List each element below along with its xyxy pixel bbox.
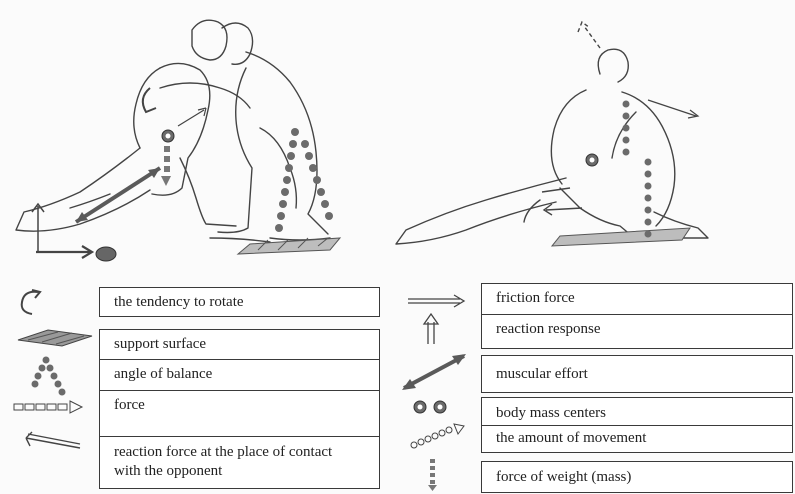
wrestlers-clinch-illustration: [15, 19, 342, 262]
reaction-arrow-icon: [25, 431, 81, 449]
legend-movement-label: the amount of movement: [496, 430, 647, 446]
legend-weight-label: force of weight (mass): [496, 469, 632, 485]
legend-friction-label: friction force: [496, 290, 575, 306]
support-surface-icon: [17, 329, 93, 347]
wrestler-stance-illustration: [395, 20, 709, 247]
legend-balance-cell: angle of balance: [100, 359, 379, 390]
legend-rotate-label: the tendency to rotate: [114, 294, 244, 310]
legend-weight-box: force of weight (mass): [481, 461, 793, 493]
legend-mass-label: body mass centers: [496, 405, 606, 421]
legend-force-label: force: [114, 397, 145, 413]
muscular-effort-arrow-icon: [402, 354, 466, 390]
legend-reaction-response-label: reaction response: [496, 321, 601, 337]
legend-muscular-box: muscular effort: [481, 355, 793, 393]
legend-support-cell: support surface: [100, 330, 379, 359]
mass-center-dots-icon: [413, 400, 447, 414]
legend-friction-cell: friction force: [482, 284, 792, 314]
legend-mass-movement-box: body mass centers the amount of movement: [481, 397, 793, 453]
legend-reaction-response-cell: reaction response: [482, 314, 792, 350]
force-arrow-icon: [13, 400, 84, 414]
balance-angle-icon: [31, 356, 66, 396]
legend-force-cell: force: [100, 390, 379, 436]
legend-friction-response-box: friction force reaction response: [481, 283, 793, 349]
legend-muscular-label: muscular effort: [496, 366, 588, 382]
legend-movement-cell: the amount of movement: [482, 425, 792, 454]
legend-support-label: support surface: [114, 336, 207, 352]
legend-rotate-box: the tendency to rotate: [99, 287, 380, 317]
weight-dashed-arrow-icon: [428, 459, 437, 491]
movement-arrow-icon: [410, 423, 465, 449]
friction-arrow-icon: [408, 294, 466, 308]
reaction-response-arrow-icon: [422, 312, 440, 344]
rotate-arrow-icon: [20, 289, 42, 315]
legend-reaction-cell: reaction force at the place of contact w…: [100, 436, 379, 490]
legend-reaction-label: reaction force at the place of contact w…: [114, 444, 333, 479]
legend-balance-label: angle of balance: [114, 366, 213, 382]
legend-mass-cell: body mass centers: [482, 398, 792, 425]
legend-support-balance-box: support surface angle of balance force r…: [99, 329, 380, 489]
